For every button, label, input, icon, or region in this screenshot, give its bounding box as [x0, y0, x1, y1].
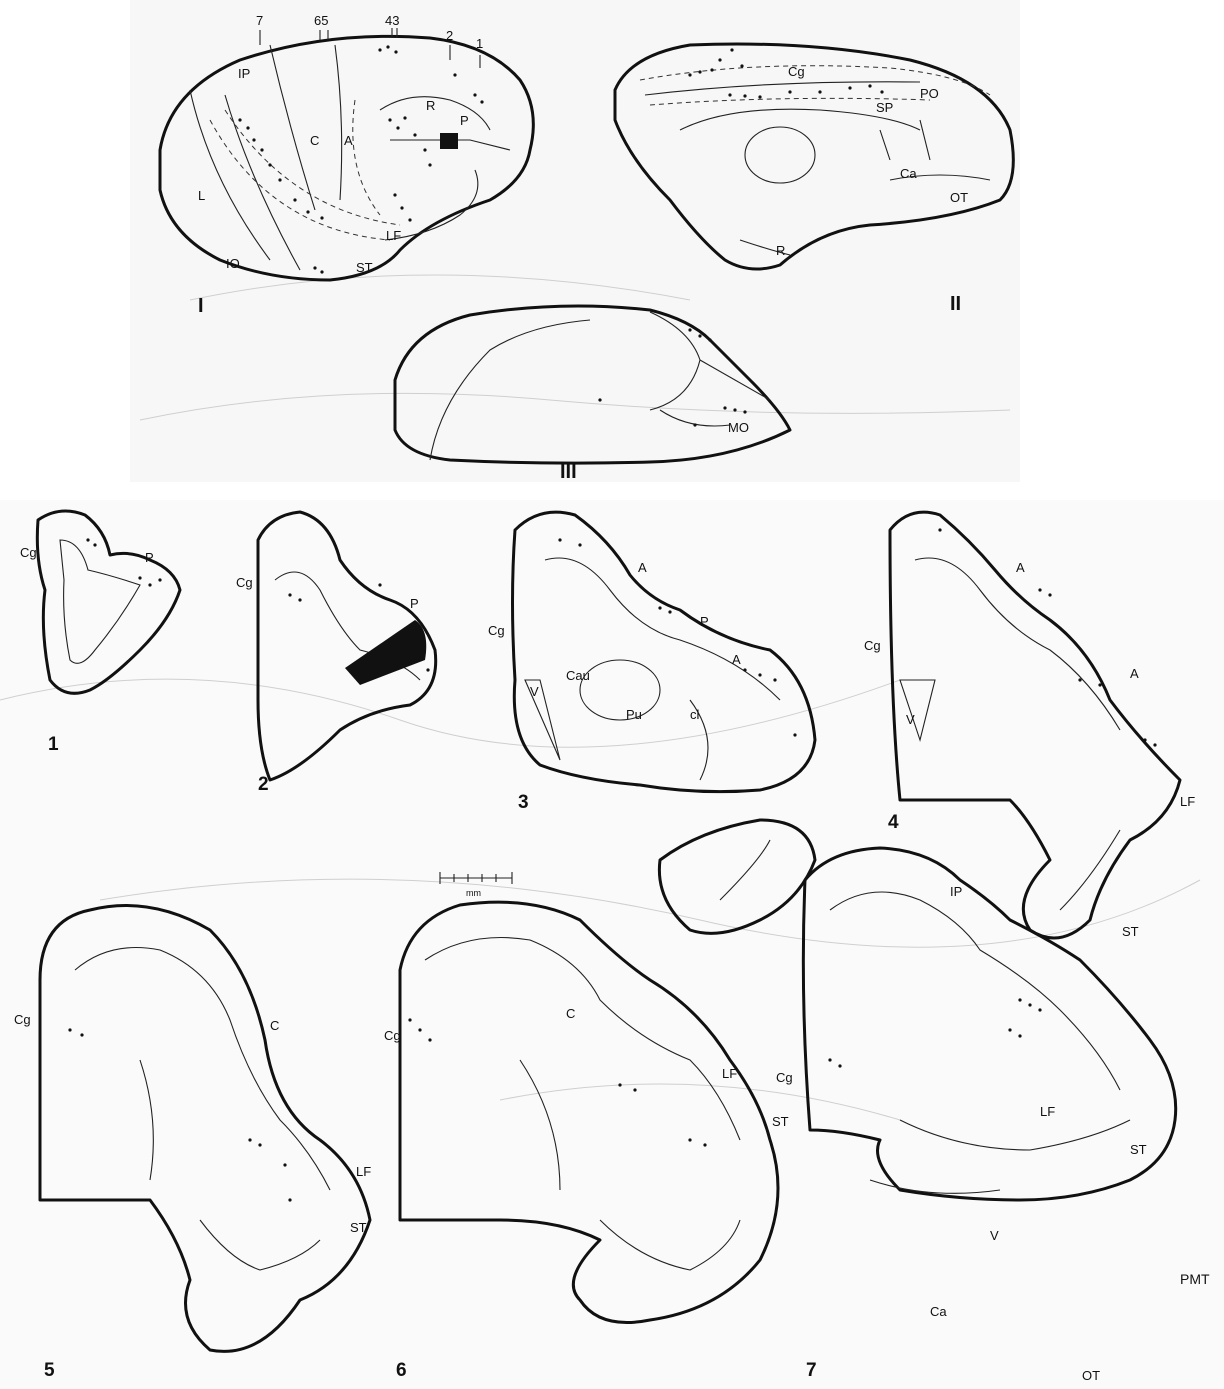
section-3-label-cau: Cau: [566, 668, 590, 683]
tick-label-43: 43: [385, 13, 399, 28]
section-7-label-ip: IP: [950, 884, 962, 899]
section-7-label-lf: LF: [1040, 1104, 1055, 1119]
sulcus-label-r: R: [426, 98, 435, 113]
section-5-label-cg: Cg: [14, 1012, 31, 1027]
sulcus-label-st: ST: [356, 260, 373, 275]
section-3-label-cg: Cg: [488, 623, 505, 638]
sulcus-label-sp: SP: [876, 100, 893, 115]
section-number-4: 4: [888, 812, 899, 833]
sulcus-label-po: PO: [920, 86, 939, 101]
section-3-label-a: A: [638, 560, 647, 575]
tick-label-65: 65: [314, 13, 328, 28]
view-label-I: I: [198, 295, 204, 317]
medial-brain-view: Cg SP PO Ca OT R II: [615, 44, 1013, 315]
section-3-label-pu: Pu: [626, 707, 642, 722]
section-number-5: 5: [44, 1360, 55, 1381]
lateral-brain-view: 7 65 43 2 1 IP C A R P L IO ST LF I: [160, 13, 533, 317]
ventral-outline: [395, 306, 790, 463]
section-1: Cg P 1: [20, 511, 180, 755]
sulcus-label-mo: MO: [728, 420, 749, 435]
section-number-1: 1: [48, 734, 59, 755]
lateral-outline: [160, 36, 533, 280]
section-1-label-cg: Cg: [20, 545, 37, 560]
tick-label-2: 2: [446, 28, 453, 43]
section-6-label-st: ST: [772, 1114, 789, 1129]
whole-brain-svg: 7 65 43 2 1 IP C A R P L IO ST LF I: [130, 0, 1020, 482]
section-7-label-st: ST: [1130, 1142, 1147, 1157]
section-6: C Cg LF ST 6: [384, 902, 789, 1381]
scale-bar: mm: [440, 872, 512, 898]
section-6-label-lf: LF: [722, 1066, 737, 1081]
section-5-label-st: ST: [350, 1220, 367, 1235]
section-number-2: 2: [258, 774, 269, 795]
sulcus-label-p: P: [460, 113, 469, 128]
sulcus-label-ca: Ca: [900, 166, 917, 181]
sulcus-label-io: IO: [226, 256, 240, 271]
section-4-label-lf: LF: [1180, 794, 1195, 809]
section-4-label-cg: Cg: [864, 638, 881, 653]
sulcus-label-ip: IP: [238, 66, 250, 81]
section-2: Cg P 2: [236, 512, 436, 795]
section-7-label-ca: Ca: [930, 1304, 947, 1319]
section-6-label-c: C: [566, 1006, 575, 1021]
view-label-III: III: [560, 461, 577, 483]
sulcus-label-lf: LF: [386, 228, 401, 243]
section-4: A Cg A V LF ST 4: [864, 512, 1195, 939]
side-label-pmt: PMT: [1180, 1271, 1210, 1287]
tick-label-1: 1: [476, 36, 483, 51]
section-1-label-p: P: [145, 550, 154, 565]
section-6-label-cg: Cg: [384, 1028, 401, 1043]
label-dots: [238, 45, 483, 273]
tick-label-7: 7: [256, 13, 263, 28]
section-5-label-c: C: [270, 1018, 279, 1033]
medial-outline: [615, 44, 1013, 269]
section-7: IP Cg LF ST V Ca OT 7: [776, 848, 1176, 1383]
section-2-label-cg: Cg: [236, 575, 253, 590]
section-4-label-st: ST: [1122, 924, 1139, 939]
section-5: Cg C LF ST 5: [14, 906, 371, 1382]
view-label-II: II: [950, 293, 961, 315]
section-number-6: 6: [396, 1360, 407, 1381]
section-2-label-p: P: [410, 596, 419, 611]
sulcus-label-ot: OT: [950, 190, 968, 205]
section-3-label-cl: cl: [690, 707, 700, 722]
sulcus-label-c: C: [310, 133, 319, 148]
sulcus-label-l: L: [198, 188, 205, 203]
sulcus-label-cg: Cg: [788, 64, 805, 79]
coronal-sections-panel: Cg P 1 Cg P 2: [0, 500, 1224, 1389]
scale-bar-unit: mm: [466, 888, 481, 898]
section-7-label-cg: Cg: [776, 1070, 793, 1085]
section-5-label-lf: LF: [356, 1164, 371, 1179]
section-7-label-v: V: [990, 1228, 999, 1243]
section-4-label-v: V: [906, 712, 915, 727]
sulcus-label-a: A: [344, 133, 353, 148]
section-4-label-a: A: [1016, 560, 1025, 575]
section-3: A Cg P A V Cau Pu cl 3: [488, 512, 815, 933]
ventral-brain-view: MO III: [395, 306, 790, 483]
sulcus-label-r-medial: R: [776, 243, 785, 258]
section-4-label-a2: A: [1130, 666, 1139, 681]
section-3-label-v: V: [530, 684, 539, 699]
section-number-7: 7: [806, 1360, 817, 1381]
whole-brain-panel: 7 65 43 2 1 IP C A R P L IO ST LF I: [130, 0, 1020, 482]
section-3-label-p: P: [700, 614, 709, 629]
lesion-marker: [440, 133, 458, 149]
section-number-3: 3: [518, 792, 529, 813]
section-7-label-ot: OT: [1082, 1368, 1100, 1383]
section-3-label-a2: A: [732, 652, 741, 667]
coronal-sections-svg: Cg P 1 Cg P 2: [0, 500, 1224, 1389]
